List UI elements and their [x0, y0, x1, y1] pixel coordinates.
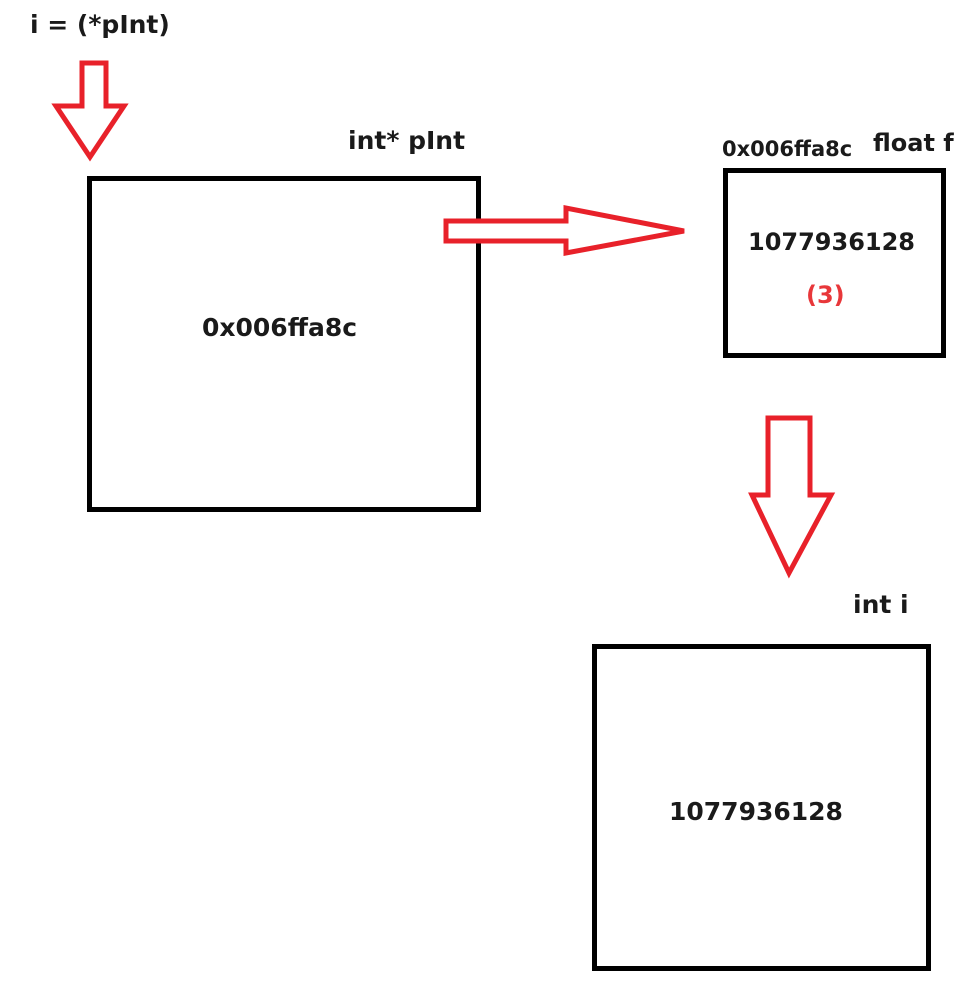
pointer-variable-label: int* pInt — [348, 126, 466, 155]
float-real-value-note: (3) — [806, 281, 845, 309]
float-box: 1077936128 (3) — [723, 168, 946, 358]
dereference-expression-label: i = (*pInt) — [30, 10, 170, 39]
float-variable-label: float f — [873, 129, 954, 157]
pointer-value: 0x006ffa8c — [202, 313, 358, 342]
int-value: 1077936128 — [669, 797, 843, 826]
float-raw-value: 1077936128 — [748, 228, 915, 256]
int-box: 1077936128 — [592, 644, 931, 971]
int-variable-label: int i — [853, 590, 909, 619]
pointer-box: 0x006ffa8c — [87, 176, 481, 512]
float-address-label: 0x006ffa8c — [722, 137, 853, 161]
